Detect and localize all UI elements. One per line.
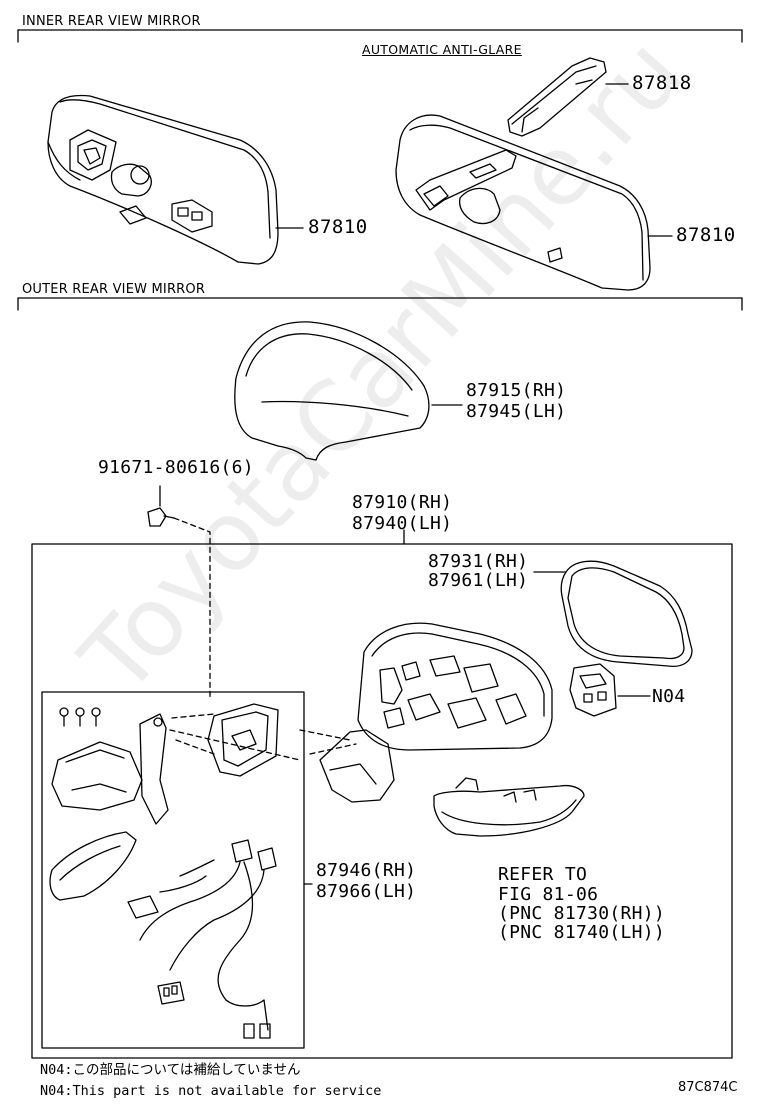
figure-code: 87C874C bbox=[678, 1080, 738, 1095]
part-87818: 87818 bbox=[632, 72, 692, 94]
refer-line-4: (PNC 81740(LH)) bbox=[498, 922, 666, 943]
mirror-housing bbox=[299, 622, 553, 803]
connector-n04 bbox=[569, 663, 651, 717]
part-n04: N04 bbox=[652, 686, 686, 707]
inner-mirror-standard bbox=[47, 94, 304, 265]
mirror-motor bbox=[51, 713, 301, 825]
part-motor-lh: 87966(LH) bbox=[316, 881, 417, 902]
part-assy-lh: 87940(LH) bbox=[352, 513, 453, 534]
part-87810-standard: 87810 bbox=[308, 216, 368, 238]
mirror-cover-cap bbox=[234, 321, 463, 461]
section-inner-frame bbox=[17, 29, 743, 43]
inner-section-title: INNER REAR VIEW MIRROR bbox=[22, 14, 201, 29]
part-87810-antiglare: 87810 bbox=[676, 224, 736, 246]
mirror-glass bbox=[533, 560, 693, 668]
bolt-91671 bbox=[147, 485, 211, 701]
part-assy-rh: 87910(RH) bbox=[352, 492, 453, 513]
refer-line-3: (PNC 81730(RH)) bbox=[498, 903, 666, 924]
section-outer-frame bbox=[17, 297, 743, 311]
assembly-box bbox=[31, 543, 733, 1059]
part-glass-rh: 87931(RH) bbox=[428, 551, 529, 572]
outer-section-title: OUTER REAR VIEW MIRROR bbox=[22, 282, 206, 297]
part-motor-rh: 87946(RH) bbox=[316, 860, 417, 881]
screws bbox=[59, 707, 101, 727]
part-cover-lh: 87945(LH) bbox=[466, 401, 567, 422]
part-cover-rh: 87915(RH) bbox=[466, 380, 567, 401]
turn-signal-lamp bbox=[433, 777, 585, 837]
small-connector bbox=[157, 981, 185, 1005]
part-glass-lh: 87961(LH) bbox=[428, 570, 529, 591]
motor-subassembly-box bbox=[41, 691, 305, 1049]
part-bolt: 91671-80616(6) bbox=[98, 457, 254, 478]
wire-harness bbox=[127, 839, 277, 1039]
note-japanese: N04:この部品については補給していません bbox=[40, 1062, 301, 1078]
auto-antiglare-label: AUTOMATIC ANTI-GLARE bbox=[362, 42, 522, 57]
cover-pad bbox=[49, 831, 137, 901]
motor-bracket bbox=[207, 703, 279, 777]
refer-line-2: FIG 81-06 bbox=[498, 884, 599, 905]
refer-line-1: REFER TO bbox=[498, 864, 588, 885]
inner-mirror-auto-antiglare bbox=[395, 57, 673, 291]
note-english: N04:This part is not available for servi… bbox=[40, 1083, 382, 1099]
